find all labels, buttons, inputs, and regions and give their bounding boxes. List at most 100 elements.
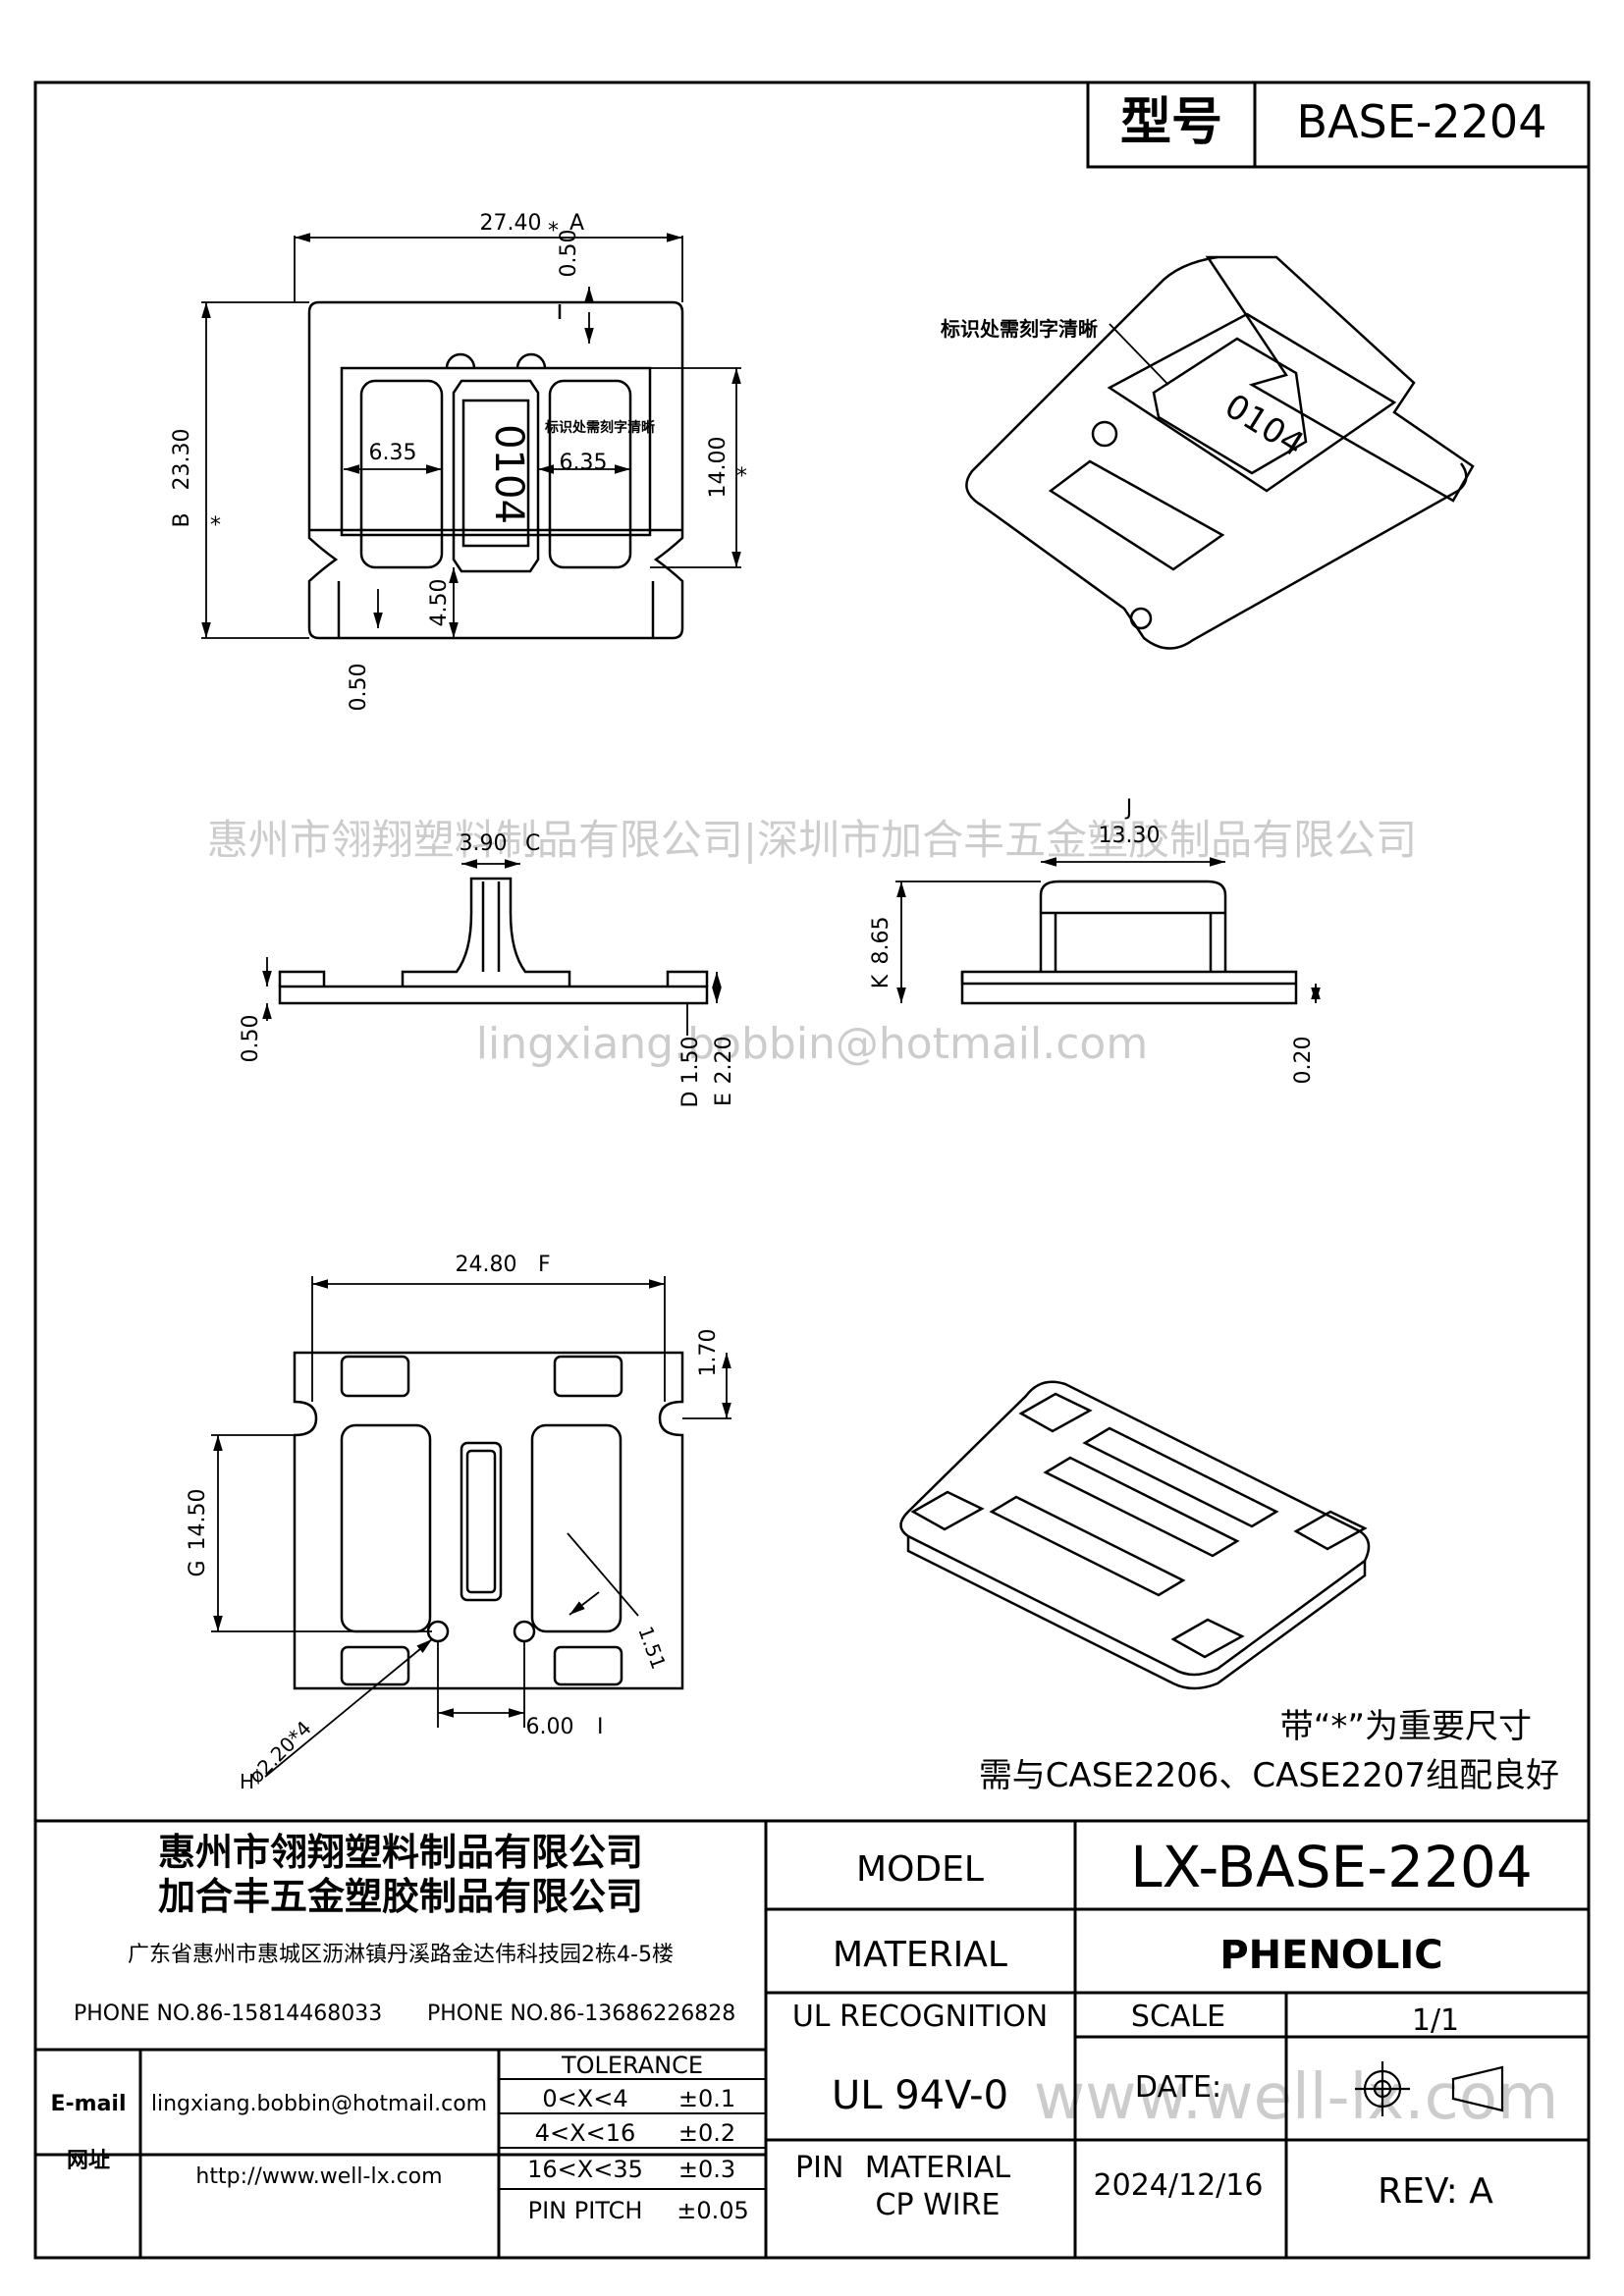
top-view-width: 27.40 xyxy=(480,211,542,236)
top-view-height-tag: B xyxy=(170,512,194,527)
watermark: 惠州市翎翔塑料制品有限公司|深圳市加合丰五金塑胶制品有限公司 lingxiang… xyxy=(207,816,1558,2134)
side-view-e-tag: E xyxy=(712,1093,736,1106)
bottom-view-height: 14.50 xyxy=(186,1489,210,1551)
watermark-company: 惠州市翎翔塑料制品有限公司|深圳市加合丰五金塑胶制品有限公司 xyxy=(207,816,1417,864)
front-view-width-tag: J xyxy=(1124,796,1133,821)
note-important: 带“*”为重要尺寸 xyxy=(1280,1707,1532,1746)
bottom-view xyxy=(293,1351,684,1690)
iso-bottom-outline xyxy=(899,1380,1371,1677)
date-label: DATE: xyxy=(1135,2070,1221,2105)
top-view-height: 23.30 xyxy=(170,429,194,491)
top-view-left-gap: 6.35 xyxy=(369,441,417,465)
iso-top-marking-block xyxy=(1152,337,1308,475)
bottom-view-outline xyxy=(293,1351,684,1690)
front-view-body xyxy=(1039,880,1227,972)
side-view-d-tag: D xyxy=(678,1092,703,1108)
side-view-post xyxy=(401,877,571,987)
top-view-star-b: * xyxy=(210,513,221,538)
iso-top-outline xyxy=(965,255,1468,650)
tolerance-range-3: 16<X<35 xyxy=(527,2156,643,2183)
bottom-view-height-tag: G xyxy=(186,1560,210,1576)
sheet-border xyxy=(33,80,1591,2260)
top-view xyxy=(307,300,684,640)
top-view-top-offset: 0.50 xyxy=(557,230,581,278)
bottom-view-radius: 1.51 xyxy=(633,1624,671,1673)
tolerance-value-1: ±0.1 xyxy=(678,2085,735,2112)
bottom-view-pitch-tag: I xyxy=(597,1715,604,1739)
watermark-site: www.well-lx.com xyxy=(1034,2061,1559,2134)
scale-value: 1/1 xyxy=(1412,2003,1459,2038)
top-view-dimensions xyxy=(201,233,741,639)
top-view-bottom-offset: 0.50 xyxy=(347,664,371,712)
side-view-d: 1.50 xyxy=(678,1037,703,1085)
top-view-inner-height: 14.00 xyxy=(706,437,731,499)
material-label: MATERIAL xyxy=(833,1935,1007,1975)
top-view-star-inner: * xyxy=(736,464,747,489)
iso-top-marking-note: 标识处需刻字清晰 xyxy=(941,317,1098,341)
iso-top-marking-text: 0104 xyxy=(1218,387,1311,465)
title-label: 型号 xyxy=(1120,93,1222,152)
side-view-base-thk: 0.50 xyxy=(239,1015,263,1063)
company-name-1: 惠州市翎翔塑料制品有限公司 xyxy=(158,1831,643,1874)
site-label: 网址 xyxy=(67,2149,110,2173)
side-view xyxy=(278,877,709,1005)
bottom-view-slot xyxy=(460,1441,503,1602)
iso-bottom-view xyxy=(899,1380,1371,1690)
side-view-dimensions xyxy=(262,859,722,1036)
site-value: http://www.well-lx.com xyxy=(195,2164,442,2189)
bottom-view-width: 24.80 xyxy=(456,1253,517,1277)
model-value: LX-BASE-2204 xyxy=(1130,1834,1532,1900)
email-label: E-mail xyxy=(50,2092,126,2116)
side-view-e: 2.20 xyxy=(712,1037,736,1085)
pin-material-value: CP WIRE xyxy=(876,2188,1001,2222)
ul-label: UL RECOGNITION xyxy=(792,2000,1048,2034)
bottom-view-width-tag: F xyxy=(538,1253,551,1277)
tolerance-value-2: ±0.2 xyxy=(678,2119,735,2147)
front-view-height-tag: K xyxy=(869,974,893,988)
front-view-height: 8.65 xyxy=(869,917,893,965)
watermark-email: lingxiang.bobbin@hotmail.com xyxy=(476,1019,1148,1069)
front-view-width: 13.30 xyxy=(1099,824,1161,848)
bottom-view-notch: 1.70 xyxy=(696,1329,721,1377)
side-view-neck: 3.90 xyxy=(460,831,508,856)
tolerance-range-1: 0<X<4 xyxy=(542,2085,627,2112)
top-view-outline xyxy=(307,300,684,640)
tolerance-value-4: ±0.05 xyxy=(677,2197,749,2224)
front-view-thk: 0.20 xyxy=(1291,1037,1316,1085)
company-phone-1: PHONE NO.86-15814468033 xyxy=(74,2002,382,2026)
tolerance-header: TOLERANCE xyxy=(561,2052,703,2079)
iso-top-view xyxy=(965,255,1475,650)
side-view-neck-tag: C xyxy=(525,831,540,856)
tolerance-value-3: ±0.3 xyxy=(678,2156,735,2183)
top-view-marking-block xyxy=(452,379,540,573)
title-model: BASE-2204 xyxy=(1297,95,1547,148)
material-value: PHENOLIC xyxy=(1219,1933,1442,1978)
tolerance-range-4: PIN PITCH xyxy=(528,2197,643,2224)
top-view-star: * xyxy=(548,219,559,243)
company-phone-2: PHONE NO.86-13686226828 xyxy=(427,2002,735,2026)
tolerance-range-2: 4<X<16 xyxy=(535,2119,635,2147)
bottom-view-dimensions xyxy=(211,1276,731,1778)
ul-value: UL 94V-0 xyxy=(832,2073,1008,2118)
date-value: 2024/12/16 xyxy=(1094,2168,1264,2203)
projection-symbol-icon xyxy=(1355,2061,1504,2116)
company-address: 广东省惠州市惠城区沥淋镇丹溪路金达伟科技园2栋4-5楼 xyxy=(128,1943,674,1967)
top-view-bottom-gap: 4.50 xyxy=(427,579,452,627)
top-view-width-tag: A xyxy=(569,211,584,236)
rev-value: REV: A xyxy=(1378,2171,1493,2212)
front-view-dimensions xyxy=(895,857,1321,1003)
pin-label: PIN xyxy=(795,2151,843,2185)
bottom-view-hole-tag: H xyxy=(240,1770,254,1793)
note-mating: 需与CASE2206、CASE2207组配良好 xyxy=(979,1756,1559,1795)
company-name-2: 加合丰五金塑胶制品有限公司 xyxy=(158,1875,643,1918)
top-view-marking-note: 标识处需刻字清晰 xyxy=(544,419,655,436)
title-block xyxy=(35,1819,1589,2258)
top-view-right-gap: 6.35 xyxy=(560,451,608,475)
model-label: MODEL xyxy=(856,1849,984,1890)
scale-label: SCALE xyxy=(1131,2000,1225,2034)
top-view-marking-text: 0104 xyxy=(486,424,531,524)
title-box: 型号 BASE-2204 xyxy=(1086,80,1591,169)
bottom-view-pitch: 6.00 xyxy=(526,1715,574,1739)
bottom-view-hole: ø2.20*4 xyxy=(244,1716,316,1788)
